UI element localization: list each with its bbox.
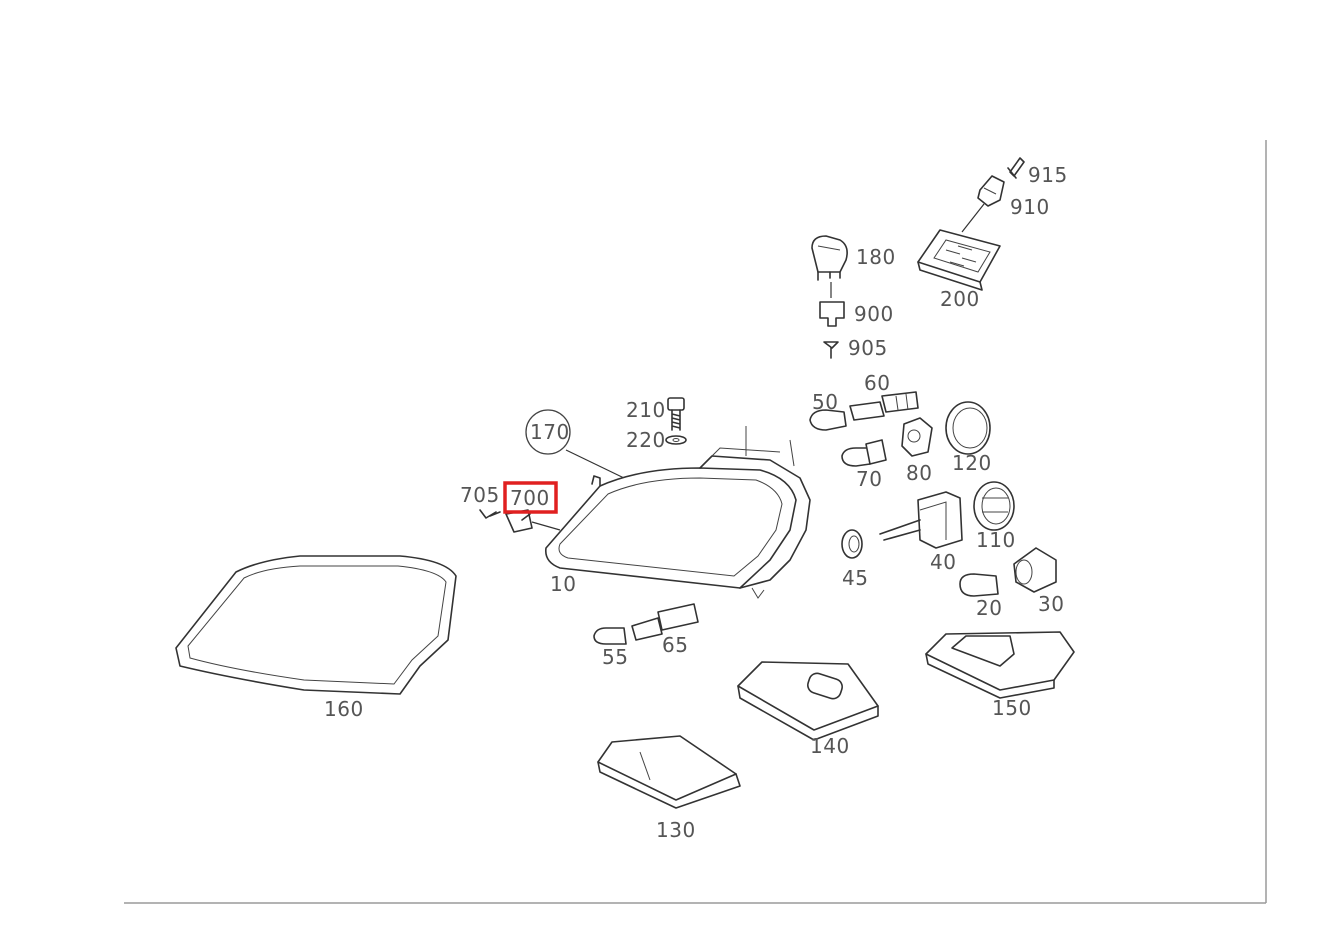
part-200-control-module[interactable] bbox=[917, 229, 1001, 291]
leader-700 bbox=[531, 521, 561, 531]
label-220[interactable]: 220 bbox=[626, 428, 666, 452]
part-905-screw[interactable] bbox=[823, 341, 839, 359]
part-220-washer[interactable] bbox=[665, 435, 687, 445]
label-705[interactable]: 705 bbox=[460, 483, 500, 507]
part-10-headlamp-assembly[interactable] bbox=[544, 426, 811, 599]
label-140[interactable]: 140 bbox=[810, 734, 850, 758]
label-70[interactable]: 70 bbox=[856, 467, 882, 491]
label-20[interactable]: 20 bbox=[976, 596, 1002, 620]
label-50[interactable]: 50 bbox=[812, 390, 838, 414]
label-210[interactable]: 210 bbox=[626, 398, 666, 422]
label-130[interactable]: 130 bbox=[656, 818, 696, 842]
part-70-bulb[interactable] bbox=[841, 439, 887, 467]
label-40[interactable]: 40 bbox=[930, 550, 956, 574]
part-130-control-unit[interactable] bbox=[597, 735, 741, 809]
leader-910-200 bbox=[961, 203, 985, 233]
label-30[interactable]: 30 bbox=[1038, 592, 1064, 616]
part-915-screw[interactable] bbox=[1007, 157, 1025, 179]
part-210-bolt[interactable] bbox=[667, 397, 685, 431]
label-55[interactable]: 55 bbox=[602, 645, 628, 669]
part-120-seal-ring[interactable] bbox=[945, 401, 991, 455]
label-170[interactable]: 170 bbox=[530, 420, 570, 444]
label-10[interactable]: 10 bbox=[550, 572, 576, 596]
label-915[interactable]: 915 bbox=[1028, 163, 1068, 187]
label-200[interactable]: 200 bbox=[940, 287, 980, 311]
part-40-xenon-bulb[interactable] bbox=[879, 491, 963, 549]
label-60[interactable]: 60 bbox=[864, 371, 890, 395]
part-50-bulb[interactable] bbox=[809, 409, 847, 431]
part-900-clip[interactable] bbox=[819, 301, 845, 327]
part-45-retaining-ring[interactable] bbox=[841, 529, 863, 559]
part-65-bulb-socket[interactable] bbox=[631, 603, 699, 641]
label-905[interactable]: 905 bbox=[848, 336, 888, 360]
leader-170 bbox=[565, 449, 625, 479]
label-160[interactable]: 160 bbox=[324, 697, 364, 721]
label-110[interactable]: 110 bbox=[976, 528, 1016, 552]
label-910[interactable]: 910 bbox=[1010, 195, 1050, 219]
part-30-bulb-socket[interactable] bbox=[1013, 547, 1057, 593]
highlight-700 bbox=[503, 481, 558, 514]
label-65[interactable]: 65 bbox=[662, 633, 688, 657]
label-45[interactable]: 45 bbox=[842, 566, 868, 590]
part-80-lamp-socket[interactable] bbox=[901, 417, 933, 457]
part-150-ballast-module[interactable] bbox=[925, 631, 1075, 699]
part-705-screw[interactable] bbox=[479, 509, 501, 519]
part-140-control-unit[interactable] bbox=[737, 661, 879, 741]
label-900[interactable]: 900 bbox=[854, 302, 894, 326]
label-120[interactable]: 120 bbox=[952, 451, 992, 475]
part-55-bulb[interactable] bbox=[593, 627, 627, 645]
part-180-connector-housing[interactable] bbox=[811, 235, 848, 281]
part-910-connector[interactable] bbox=[977, 175, 1005, 207]
label-150[interactable]: 150 bbox=[992, 696, 1032, 720]
part-110-cover-cap[interactable] bbox=[973, 481, 1015, 531]
callout-170-circle bbox=[525, 409, 571, 455]
part-160-lens-gasket[interactable] bbox=[175, 555, 457, 695]
label-180[interactable]: 180 bbox=[856, 245, 896, 269]
label-80[interactable]: 80 bbox=[906, 461, 932, 485]
part-60-bulb-socket[interactable] bbox=[849, 391, 919, 421]
part-20-bulb[interactable] bbox=[959, 573, 999, 597]
label-700[interactable]: 700 bbox=[510, 486, 550, 510]
